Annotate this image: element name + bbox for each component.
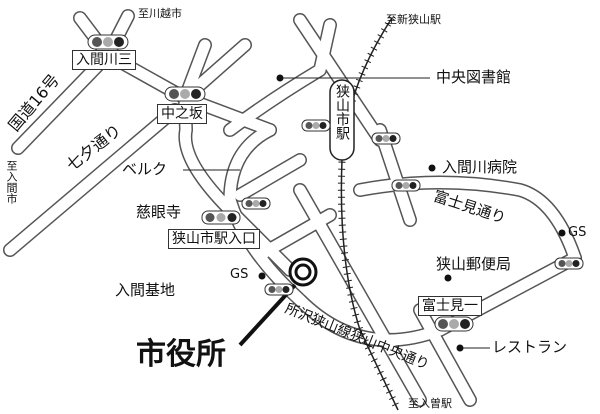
landmark-library[interactable]: 中央図書館 <box>436 68 512 86</box>
dest-irisoe: 至入曽駅 <box>408 397 452 410</box>
signal-label-station-entrance: 狭山市駅入口 <box>168 229 260 249</box>
landmark-city-hall[interactable]: 市役所 <box>136 337 226 372</box>
landmark-hospital[interactable]: 入間川病院 <box>442 158 518 176</box>
landmark-belc[interactable]: ベルク <box>122 160 168 178</box>
leader-lines <box>183 77 490 349</box>
dest-iruma: 至入間市 <box>5 160 18 204</box>
landmark-gs-west[interactable]: GS <box>230 267 249 282</box>
traffic-signals <box>87 34 584 332</box>
landmark-jigenji[interactable]: 慈眼寺 <box>136 203 182 221</box>
landmark-gs-east[interactable]: GS <box>568 225 587 240</box>
landmark-iruma-base[interactable]: 入間基地 <box>115 281 176 299</box>
landmark-station[interactable]: 狭山市駅 <box>334 84 350 140</box>
landmark-restaurant[interactable]: レストラン <box>492 338 568 356</box>
poi-dots <box>258 74 566 352</box>
signal-label-nakanosaka: 中之坂 <box>157 104 207 124</box>
landmark-post-office[interactable]: 狭山郵便局 <box>436 255 512 273</box>
signal-label-irumagawa3: 入間川三 <box>72 50 136 70</box>
dest-shinsayama: 至新狭山駅 <box>386 13 441 26</box>
signal-label-fujimi1: 富士見一 <box>418 296 482 316</box>
station-box <box>329 79 355 161</box>
dest-kawagoe: 至川越市 <box>138 7 182 20</box>
